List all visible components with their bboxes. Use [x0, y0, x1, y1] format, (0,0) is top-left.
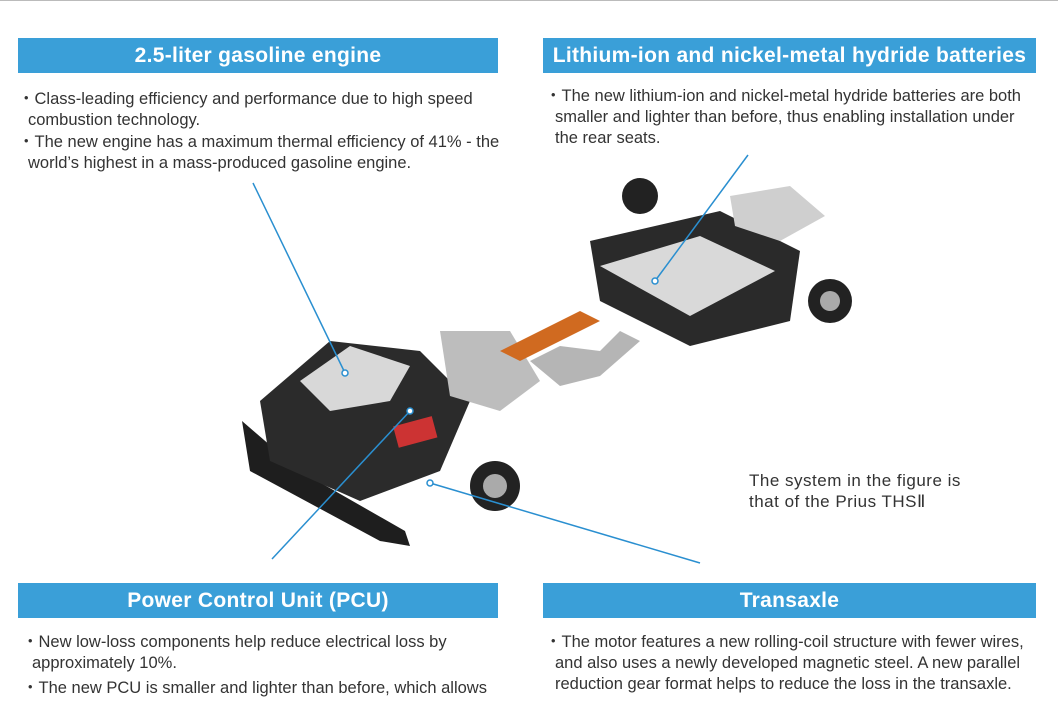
note-line: The system in the figure is — [749, 471, 961, 490]
batteries-bullet: ・The new lithium-ion and nickel-metal hy… — [545, 87, 1021, 147]
pcu-bullet: ・The new PCU is smaller and lighter than… — [22, 679, 487, 697]
exhaust-pipe — [530, 331, 640, 386]
engine-bullet: ・The new engine has a maximum thermal ef… — [18, 133, 500, 172]
transaxle-header: Transaxle — [543, 583, 1036, 618]
leader-lines — [252, 154, 749, 564]
transaxle-description: ・The motor features a new rolling-coil s… — [545, 632, 1040, 696]
orange-cable — [500, 311, 600, 361]
engine-description: ・Class-leading efficiency and performanc… — [18, 89, 508, 175]
note-line: that of the Prius THSⅡ — [749, 492, 926, 511]
figure-note: The system in the figure is that of the … — [749, 470, 961, 512]
batteries-header: Lithium-ion and nickel-metal hydride bat… — [543, 38, 1036, 73]
pcu-description: ・New low-loss components help reduce ele… — [22, 632, 512, 700]
front-bumper — [242, 421, 410, 546]
engine-bullet: ・Class-leading efficiency and performanc… — [18, 90, 473, 129]
rear-battery-assembly — [590, 178, 852, 346]
pcu-bullet: ・New low-loss components help reduce ele… — [22, 633, 447, 672]
pcu-header: Power Control Unit (PCU) — [18, 583, 498, 618]
engine-header: 2.5-liter gasoline engine — [18, 38, 498, 73]
batteries-description: ・The new lithium-ion and nickel-metal hy… — [545, 86, 1040, 150]
transaxle-bullet: ・The motor features a new rolling-coil s… — [545, 633, 1024, 693]
